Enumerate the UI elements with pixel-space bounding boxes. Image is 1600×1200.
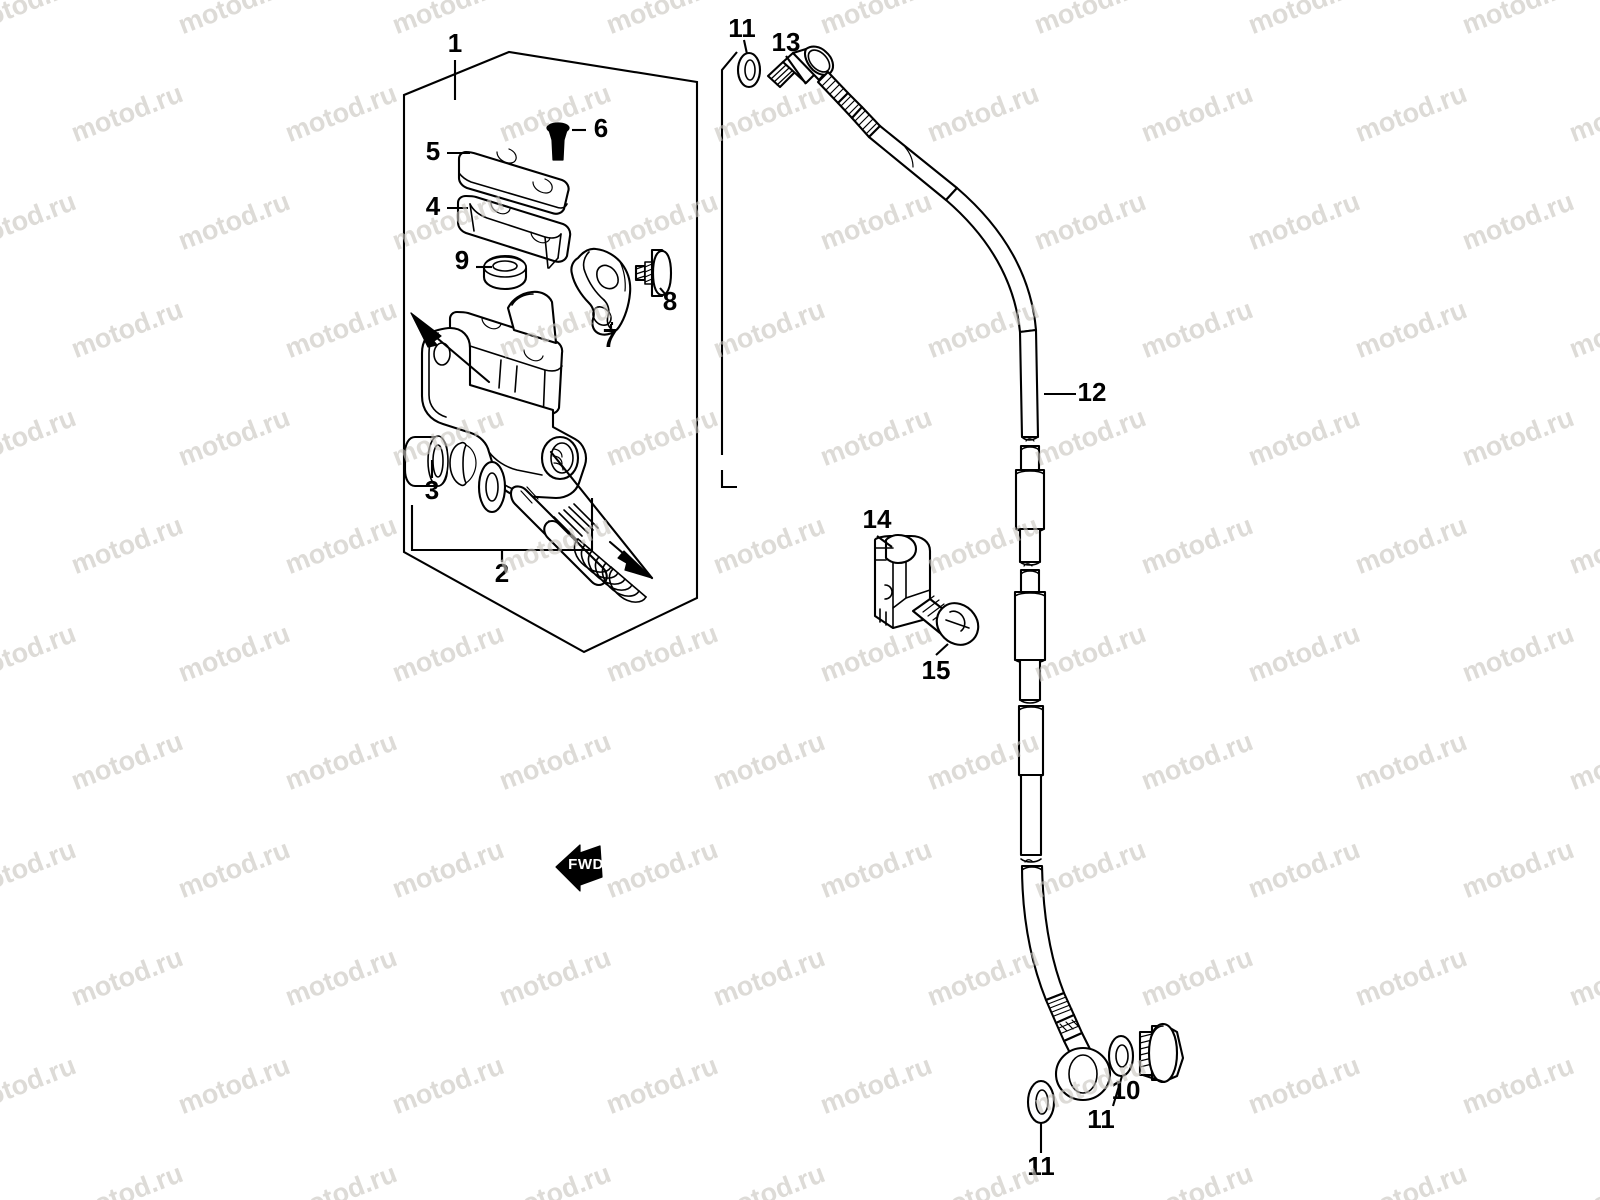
hose-assembly-bracket	[720, 51, 738, 489]
callout-13-leader	[785, 55, 807, 85]
callout-number-7: 7	[603, 323, 617, 353]
handlebar-clamp-part7	[570, 247, 632, 336]
callout-number-11b: 11	[1087, 1104, 1115, 1134]
callout-11a-leader	[742, 39, 749, 55]
assembly-arrow-to-piston-b	[608, 540, 654, 580]
piston-spring-part2	[573, 538, 647, 603]
callout-11b-leader	[1111, 1075, 1124, 1107]
callout-10-leader	[1142, 1074, 1165, 1083]
callout-number-9: 9	[455, 245, 469, 275]
assembly-arrow-lower-left	[410, 312, 438, 348]
union-bolt-part10	[1138, 1022, 1185, 1084]
reservoir-grommet-part9	[482, 254, 528, 291]
callout-number-5: 5	[426, 136, 440, 166]
callout-number-14: 14	[863, 504, 892, 534]
callout-14-leader	[876, 535, 893, 548]
hose-union-part13	[766, 45, 882, 139]
fwd-direction-marker: FWD	[555, 844, 604, 892]
reservoir-cap-part5	[457, 148, 570, 215]
callout-number-10: 10	[1112, 1075, 1141, 1105]
callout-number-11a: 11	[728, 13, 756, 43]
callout-number-3: 3	[425, 475, 439, 505]
callout-number-6: 6	[594, 113, 608, 143]
gasket-washer-outer-part11	[1107, 1034, 1135, 1078]
callout-number-12: 12	[1078, 377, 1107, 407]
callout-7-leader	[608, 322, 614, 328]
brake-hose-part12	[867, 124, 1112, 1102]
callout-number-8: 8	[663, 286, 677, 316]
gasket-washer-top-part11	[736, 51, 762, 89]
callout-number-13: 13	[772, 27, 801, 57]
fwd-label: FWD	[568, 856, 604, 873]
callout-15-leader	[935, 643, 949, 656]
callout-number-15: 15	[922, 655, 951, 685]
master-cylinder-body	[420, 290, 588, 500]
callout-8-leader	[659, 287, 667, 296]
circlip-part3	[449, 441, 477, 487]
reservoir-diaphragm-part4	[456, 194, 572, 269]
master-cylinder-group-frame	[402, 50, 699, 654]
cap-screw-part6	[546, 122, 570, 161]
callout-number-4: 4	[426, 191, 441, 221]
gasket-washer-inner-part11	[1026, 1079, 1056, 1125]
clamp-screw-part15	[911, 595, 980, 646]
callout-number-2: 2	[495, 558, 509, 588]
piston-washer-part2	[477, 460, 507, 514]
callout-number-1: 1	[448, 28, 462, 58]
callout-number-11c: 11	[1027, 1151, 1055, 1181]
clamp-bolt-part8	[634, 248, 673, 298]
